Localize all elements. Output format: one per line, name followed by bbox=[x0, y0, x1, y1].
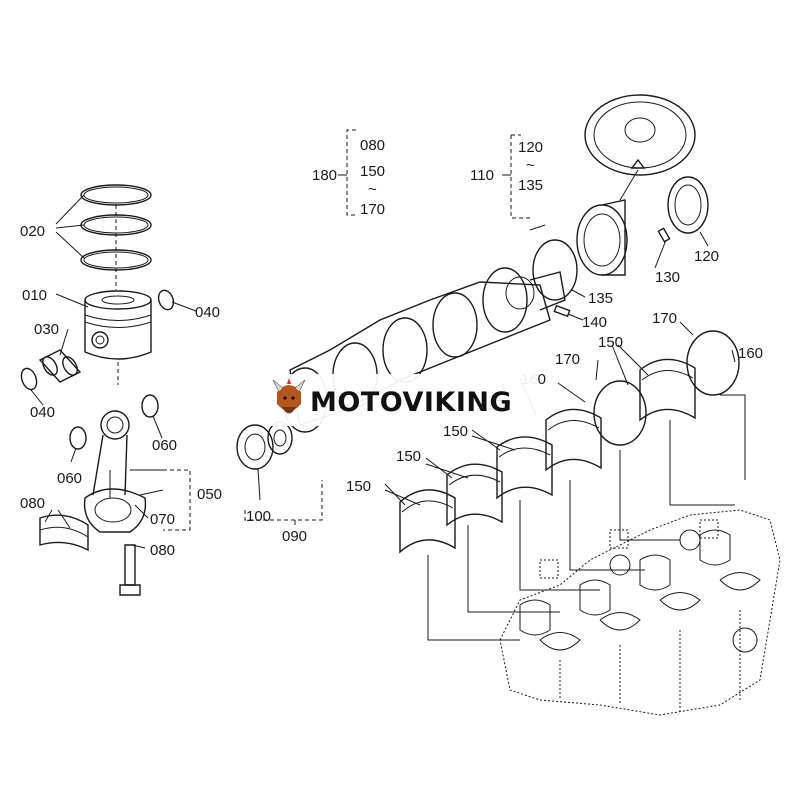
label-070: 070 bbox=[150, 511, 175, 528]
piston-pin-drawing bbox=[38, 349, 82, 383]
snap-rings-drawing bbox=[20, 289, 175, 391]
label-110: 110 bbox=[470, 167, 494, 184]
label-060-right: 060 bbox=[152, 437, 177, 454]
main-bearings-drawing bbox=[399, 330, 740, 554]
label-030: 030 bbox=[34, 321, 59, 338]
motoviking-watermark: MOTOVIKING bbox=[262, 374, 538, 426]
label-040-right: 040 bbox=[195, 304, 220, 321]
label-135: 135 bbox=[588, 290, 613, 307]
label-040-left: 040 bbox=[30, 404, 55, 421]
label-150-top: 150 bbox=[598, 334, 623, 351]
piston-drawing bbox=[84, 290, 152, 385]
label-180-tilde: ~ bbox=[368, 181, 377, 198]
label-110-tilde: ~ bbox=[526, 157, 535, 174]
label-170-mid: 170 bbox=[555, 351, 580, 368]
timing-gear-drawing bbox=[532, 94, 709, 301]
label-100: 100 bbox=[246, 508, 271, 525]
label-020: 020 bbox=[20, 223, 45, 240]
label-090: 090 bbox=[282, 528, 307, 545]
label-180: 180 bbox=[312, 167, 337, 184]
label-180-to: 170 bbox=[360, 201, 385, 218]
label-080-left: 080 bbox=[20, 495, 45, 512]
label-150-fourth: 150 bbox=[396, 448, 421, 465]
part-labels: 020 010 030 040 040 060 060 050 080 070 … bbox=[20, 137, 763, 559]
label-170-right: 170 bbox=[652, 310, 677, 327]
connecting-rod-drawing bbox=[39, 394, 159, 596]
viking-logo-icon bbox=[272, 378, 306, 414]
label-050: 050 bbox=[197, 486, 222, 503]
label-120: 120 bbox=[694, 248, 719, 265]
bearing-to-block-lines bbox=[427, 394, 746, 641]
watermark-brand-text: MOTOVIKING bbox=[310, 387, 512, 418]
cylinder-block-drawing bbox=[499, 509, 781, 716]
label-160-right: 160 bbox=[738, 345, 763, 362]
label-060-left: 060 bbox=[57, 470, 82, 487]
label-150-third: 150 bbox=[443, 423, 468, 440]
label-130: 130 bbox=[655, 269, 680, 286]
label-010: 010 bbox=[22, 287, 47, 304]
crank-gears-drawing bbox=[236, 421, 293, 470]
callout-leaders bbox=[30, 129, 736, 549]
label-150-fifth: 150 bbox=[346, 478, 371, 495]
piston-rings-drawing bbox=[80, 184, 152, 290]
label-080-bottom: 080 bbox=[150, 542, 175, 559]
label-180-from: 080 bbox=[360, 137, 385, 154]
label-140: 140 bbox=[582, 314, 607, 331]
label-110-to: 135 bbox=[518, 177, 543, 194]
label-180-mid: 150 bbox=[360, 163, 385, 180]
label-110-from: 120 bbox=[518, 139, 543, 156]
